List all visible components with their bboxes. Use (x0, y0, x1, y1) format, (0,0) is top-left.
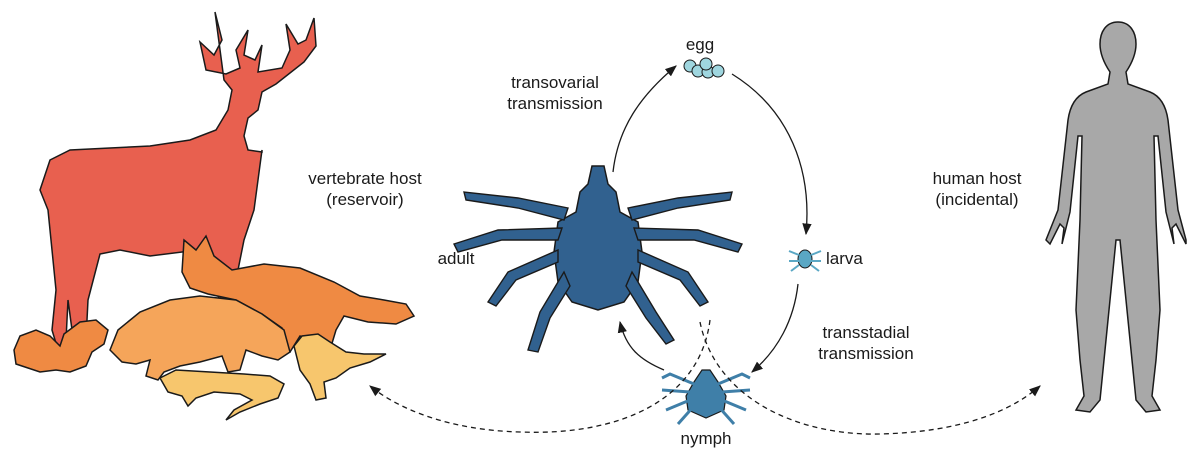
bird-silhouette (294, 334, 386, 400)
vertebrate-host-label: vertebrate host (reservoir) (290, 168, 440, 210)
lifecycle-arrows (613, 66, 807, 372)
larva-tick (789, 250, 821, 271)
egg-label: egg (670, 34, 730, 55)
human-host-label: human host (incidental) (912, 168, 1042, 210)
larva-label: larva (826, 248, 876, 269)
adult-label: adult (426, 248, 486, 269)
transovarial-label: transovarial transmission (490, 72, 620, 114)
arrow-larva-to-nymph (752, 284, 798, 372)
nymph-tick (662, 370, 750, 424)
egg-cluster (684, 58, 724, 78)
human-silhouette (1046, 22, 1186, 412)
adult-tick (454, 166, 742, 352)
arrow-egg-to-larva (732, 74, 807, 234)
arrow-adult-to-egg (613, 66, 676, 172)
transstadial-label: transstadial transmission (796, 322, 936, 364)
vertebrate-hosts (14, 12, 414, 420)
lizard-silhouette (160, 370, 284, 420)
nymph-label: nymph (666, 428, 746, 449)
